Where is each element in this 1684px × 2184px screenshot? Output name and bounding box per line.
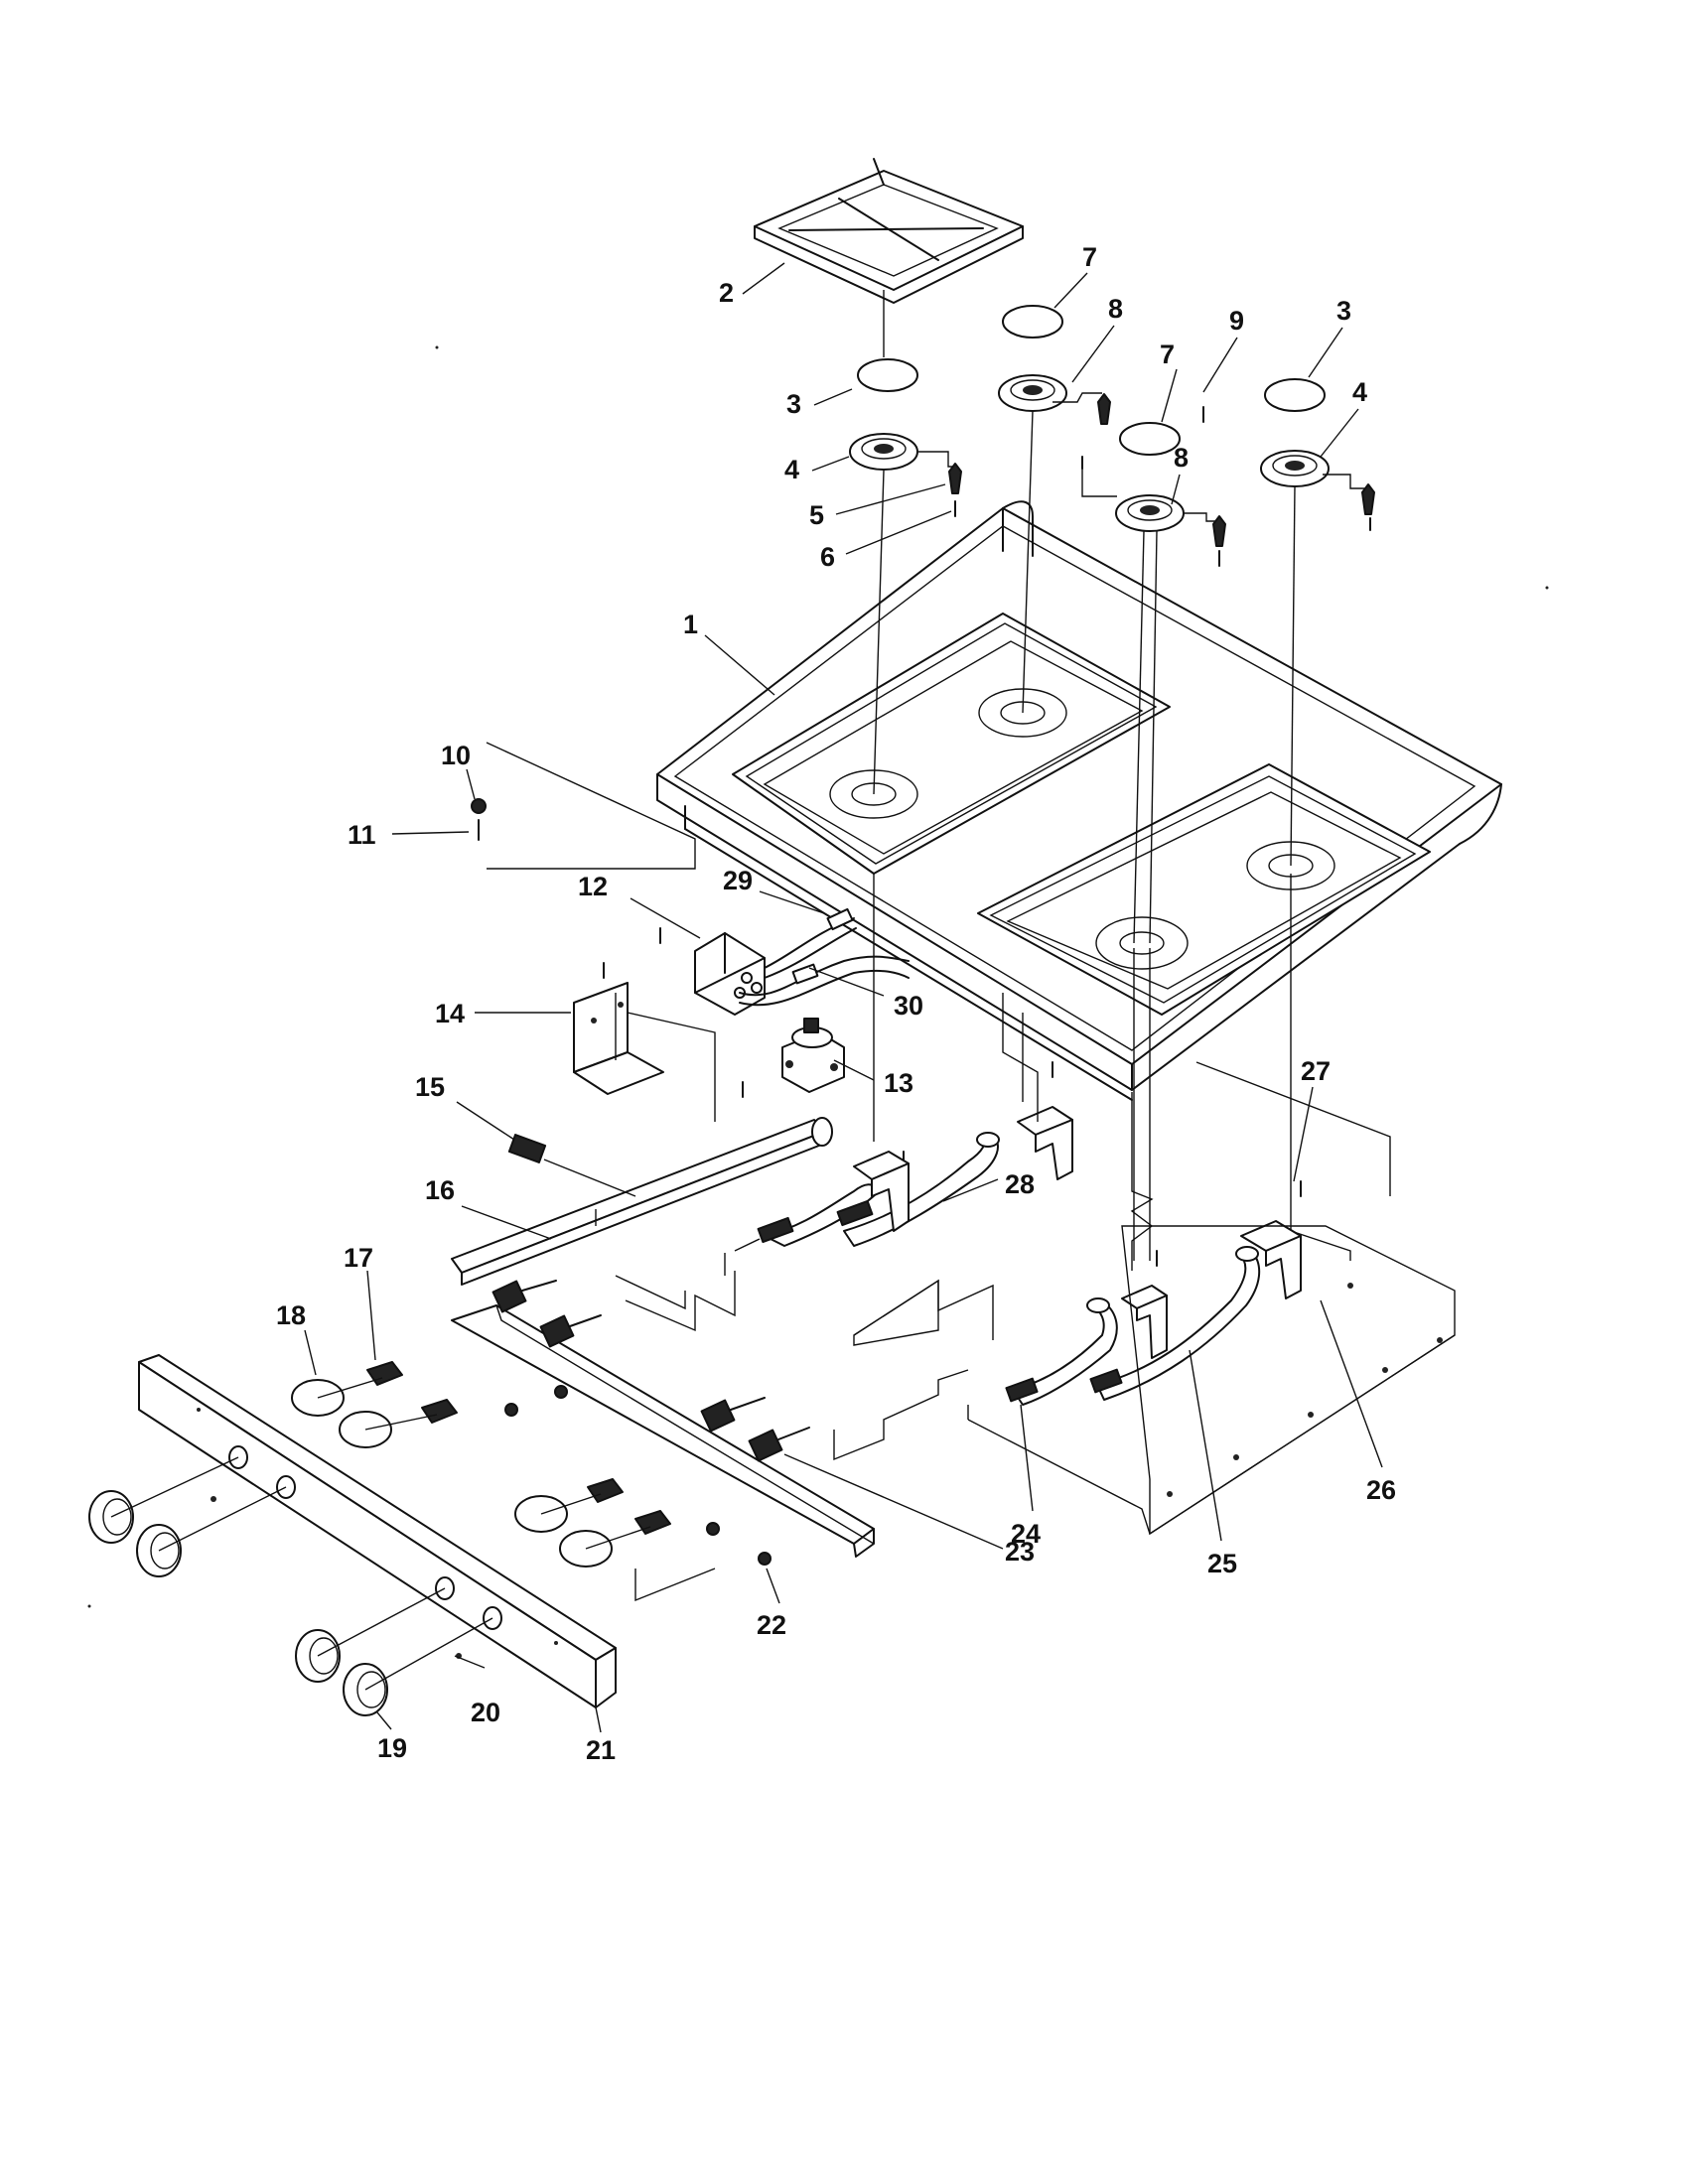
callout-12: 12 — [578, 872, 608, 901]
callout-25: 25 — [1207, 1549, 1237, 1578]
callout-23: 23 — [1005, 1537, 1035, 1567]
callout-1: 1 — [683, 610, 698, 639]
igniter-electrodes — [948, 393, 1375, 547]
callout-5: 5 — [809, 500, 824, 530]
callout-2: 2 — [719, 278, 734, 308]
callout-3-left: 3 — [786, 389, 801, 419]
callout-8-front: 8 — [1174, 443, 1189, 473]
lower-valve-manifold — [451, 1304, 875, 1558]
valve-switches-and-bezels — [291, 1361, 716, 1602]
burner-cap-7-front — [1119, 422, 1181, 456]
elbow-fitting — [507, 1134, 636, 1197]
callout-7-rear: 7 — [1082, 242, 1097, 272]
callout-8-rear: 8 — [1108, 294, 1123, 324]
callout-20: 20 — [471, 1698, 500, 1727]
callout-22: 22 — [757, 1610, 786, 1640]
leader-lines — [304, 262, 1383, 1733]
callout-27: 27 — [1301, 1056, 1331, 1086]
burner-head-4-left — [849, 433, 918, 471]
callout-26: 26 — [1366, 1475, 1396, 1505]
gas-manifold-pipe — [451, 1117, 833, 1286]
screws — [603, 406, 1371, 1267]
callout-14: 14 — [435, 999, 465, 1028]
pressure-regulator — [781, 1018, 845, 1093]
callout-10: 10 — [441, 741, 471, 770]
assembly-lines — [486, 290, 1391, 1261]
gas-valves — [491, 1280, 810, 1566]
callout-13: 13 — [884, 1068, 913, 1098]
screw-and-washer-10-11 — [471, 798, 487, 841]
callout-labels: 1 2 3 3 4 4 5 6 7 7 8 8 9 10 11 12 13 14… — [276, 242, 1396, 1765]
spark-module — [694, 932, 766, 1016]
callout-9: 9 — [1229, 306, 1244, 336]
burner-tubes — [724, 1106, 1302, 1406]
callout-15: 15 — [415, 1072, 445, 1102]
callout-16: 16 — [425, 1175, 455, 1205]
callout-11: 11 — [348, 820, 376, 850]
control-panel — [138, 1354, 617, 1708]
callout-6: 6 — [820, 542, 835, 572]
callout-29: 29 — [723, 866, 753, 895]
wire-harnesses — [739, 907, 910, 1007]
callout-4-left: 4 — [784, 455, 799, 484]
callout-17: 17 — [344, 1243, 373, 1273]
cooktop-main-top — [656, 500, 1502, 1101]
callout-4-right: 4 — [1352, 377, 1367, 407]
callout-28: 28 — [1005, 1169, 1035, 1199]
burner-head-8-front — [1115, 494, 1185, 532]
callout-3-right: 3 — [1336, 296, 1351, 326]
burner-cap-3-left — [857, 358, 918, 392]
burner-grate — [754, 158, 1024, 304]
callout-24: 24 — [1011, 1519, 1041, 1549]
control-knobs — [88, 1456, 493, 1716]
burner-cap-3-right — [1264, 378, 1326, 412]
burner-head-8-rear — [998, 374, 1067, 412]
callout-30: 30 — [894, 991, 923, 1021]
module-bracket — [573, 982, 716, 1122]
burner-cap-7-rear — [1002, 305, 1063, 339]
callout-7-front: 7 — [1160, 340, 1175, 369]
burner-head-4-right — [1260, 450, 1330, 487]
callout-21: 21 — [586, 1735, 616, 1765]
callout-19: 19 — [377, 1733, 407, 1763]
callout-18: 18 — [276, 1300, 306, 1330]
